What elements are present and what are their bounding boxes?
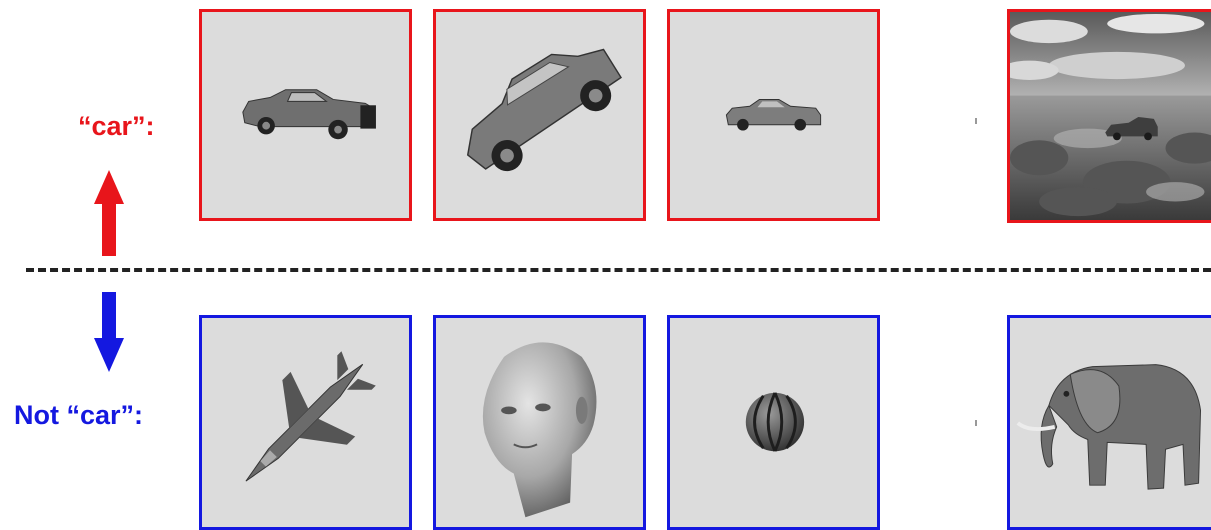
dashed-divider [26, 268, 1211, 272]
head-image [433, 315, 646, 530]
jet-image [199, 315, 412, 530]
down-arrow-icon [94, 292, 124, 372]
car-image-3 [667, 9, 880, 221]
watermelon-icon [745, 392, 805, 452]
not-car-row-label: Not “car”: [14, 400, 144, 430]
ellipsis-mark [975, 420, 977, 426]
up-arrow-icon [94, 170, 124, 256]
ellipsis-mark [975, 118, 977, 124]
human-head-icon [482, 342, 597, 518]
car-natural-background-image [1007, 9, 1211, 223]
car-side-view-icon [242, 89, 376, 140]
car-small-icon [725, 98, 822, 131]
landscape-icon [1010, 12, 1211, 220]
car-tilted-icon [466, 48, 622, 172]
car-image-2 [433, 9, 646, 221]
fighter-jet-icon [245, 351, 376, 482]
elephant-image [1007, 315, 1211, 530]
watermelon-image [667, 315, 880, 530]
car-image-1 [199, 9, 412, 221]
car-row-label: “car”: [78, 111, 155, 141]
elephant-icon [1016, 364, 1202, 490]
